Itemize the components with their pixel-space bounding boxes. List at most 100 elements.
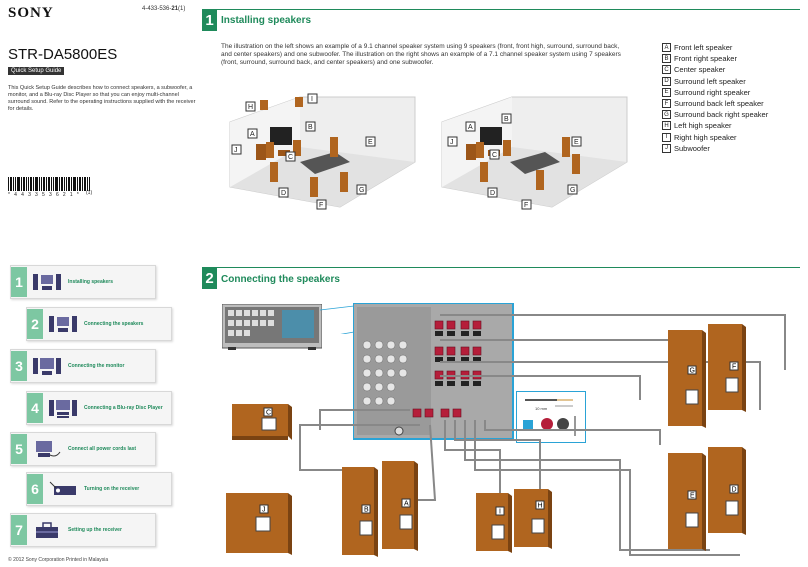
svg-text:E: E xyxy=(690,493,695,500)
step-number: 3 xyxy=(11,351,27,381)
svg-text:F: F xyxy=(319,202,323,209)
svg-text:B: B xyxy=(308,124,313,131)
speaker-surround-back-right: G xyxy=(668,330,706,428)
section2-number: 2 xyxy=(202,267,217,289)
speaker-subwoofer: J xyxy=(226,493,292,555)
svg-text:J: J xyxy=(450,139,454,146)
step-5: 5 Connect all power cords last xyxy=(10,432,156,466)
svg-text:F: F xyxy=(732,364,736,371)
svg-text:I: I xyxy=(499,509,501,516)
step-4: 4 Connecting a Blu-ray Disc Player xyxy=(26,391,172,425)
step-2: 2 Connecting the speakers xyxy=(26,307,172,341)
speakers-icon xyxy=(33,274,61,290)
zoom-connector-lines xyxy=(320,305,355,334)
svg-text:H: H xyxy=(248,104,253,111)
monitor-icon xyxy=(33,358,61,375)
step-label: Connecting the speakers xyxy=(84,321,144,327)
guide-description: This Quick Setup Guide describes how to … xyxy=(8,85,196,112)
svg-text:E: E xyxy=(574,139,579,146)
step-label: Turning on the receiver xyxy=(84,486,140,492)
model-name: STR-DA5800ES xyxy=(8,46,118,63)
section1-number: 1 xyxy=(202,9,217,31)
svg-text:C: C xyxy=(266,410,271,417)
svg-text:J: J xyxy=(262,507,266,514)
wire-strip-inset: 10 mm xyxy=(516,391,586,443)
svg-text:G: G xyxy=(690,368,695,375)
room-illustration-7-1 xyxy=(441,96,628,208)
barcode-suffix: (1) xyxy=(86,190,93,196)
step-number: 1 xyxy=(11,267,27,297)
barcode xyxy=(8,177,90,191)
step-number: 7 xyxy=(11,515,27,545)
step-number: 2 xyxy=(27,309,43,339)
svg-text:G: G xyxy=(359,187,364,194)
svg-text:C: C xyxy=(288,154,293,161)
svg-text:D: D xyxy=(732,487,737,494)
speaker-center: C xyxy=(232,404,292,440)
speaker-wiring-icon xyxy=(49,316,77,332)
bluray-player-icon xyxy=(49,400,77,418)
copyright: © 2012 Sony Corporation Printed in Malay… xyxy=(8,557,109,563)
svg-text:D: D xyxy=(281,190,286,197)
step-7: 7 Setting up the receiver xyxy=(10,513,156,547)
room-illustration-9-1 xyxy=(229,96,416,208)
svg-text:B: B xyxy=(504,116,509,123)
speaker-surround-left: D xyxy=(708,447,746,535)
section1-title: Installing speakers xyxy=(221,15,312,26)
toolbox-icon xyxy=(36,522,58,538)
section2-rule xyxy=(217,267,800,268)
barcode-text: * 4 4 3 3 5 3 6 2 1 * xyxy=(8,192,81,198)
speaker-front-right: B xyxy=(342,467,378,557)
svg-text:B: B xyxy=(364,507,369,514)
wire-strip-diagram xyxy=(523,399,576,436)
step-number: 6 xyxy=(27,474,43,504)
guide-badge: Quick Setup Guide xyxy=(8,67,65,75)
svg-text:G: G xyxy=(570,187,575,194)
power-cord-icon xyxy=(36,441,61,457)
step-label: Connecting the monitor xyxy=(68,363,125,369)
step-label: Setting up the receiver xyxy=(68,527,122,533)
speaker-front-left: A xyxy=(382,461,418,551)
step-6: 6 Turning on the receiver xyxy=(26,472,172,506)
step-label: Connecting a Blu-ray Disc Player xyxy=(84,405,163,411)
receiver-terminal-zoom xyxy=(353,303,514,440)
svg-text:A: A xyxy=(468,124,473,131)
svg-text:E: E xyxy=(368,139,373,146)
section1-rule xyxy=(217,9,800,10)
room-labels-7-1: A B C J E D G F xyxy=(447,113,582,210)
speaker-right-high: I xyxy=(476,493,512,553)
speaker-surround-back-left: F xyxy=(708,324,746,412)
wire-strip-length: 10 mm xyxy=(535,406,548,411)
svg-text:C: C xyxy=(492,152,497,159)
receiver-rear-thumbnail xyxy=(222,304,322,350)
step-number: 5 xyxy=(11,434,27,464)
receiver-power-icon xyxy=(49,481,76,495)
brand-logo: SONY xyxy=(8,5,54,21)
section1-intro: The illustration on the left shows an ex… xyxy=(221,43,621,66)
svg-text:J: J xyxy=(234,147,238,154)
section2-title: Connecting the speakers xyxy=(221,274,340,285)
step-label: Installing speakers xyxy=(68,279,114,285)
speaker-left-high: H xyxy=(514,489,552,549)
svg-text:A: A xyxy=(404,501,409,508)
room-labels-9-1: H I A B C J E D G F xyxy=(231,93,376,210)
step-label: Connect all power cords last xyxy=(68,446,137,452)
step-1: 1 Installing speakers xyxy=(10,265,156,299)
speaker-surround-right: E xyxy=(668,453,706,551)
speaker-wires xyxy=(299,314,786,556)
svg-text:D: D xyxy=(490,190,495,197)
svg-text:F: F xyxy=(524,202,528,209)
svg-text:H: H xyxy=(538,503,543,510)
step-3: 3 Connecting the monitor xyxy=(10,349,156,383)
